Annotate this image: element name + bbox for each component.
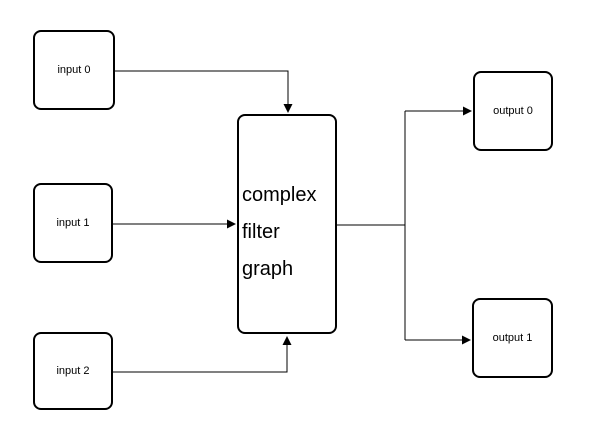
- node-input-1: input 1: [33, 183, 113, 263]
- filter-label-line-2: filter: [242, 220, 280, 243]
- connector-junction-to-output1: [405, 335, 471, 345]
- node-output-1-label: output 1: [492, 332, 533, 344]
- filter-label-line-1: complex: [242, 183, 317, 206]
- node-complex-filter-graph: complex filter graph: [237, 114, 337, 334]
- connector-junction-to-output0: [405, 106, 472, 116]
- node-output-0: output 0: [473, 71, 553, 151]
- node-input-1-label: input 1: [56, 217, 90, 229]
- connector-input1-to-filter: [113, 219, 236, 229]
- filter-label-line-3: graph: [242, 257, 294, 280]
- node-output-0-label: output 0: [493, 105, 533, 117]
- connector-input0-to-filter: [115, 70, 293, 113]
- node-input-0-label: input 0: [57, 64, 91, 76]
- node-input-0: input 0: [33, 30, 115, 110]
- node-input-2: input 2: [33, 332, 113, 410]
- connector-input2-to-filter: [113, 336, 292, 373]
- node-input-2-label: input 2: [56, 365, 90, 377]
- node-output-1: output 1: [472, 298, 553, 378]
